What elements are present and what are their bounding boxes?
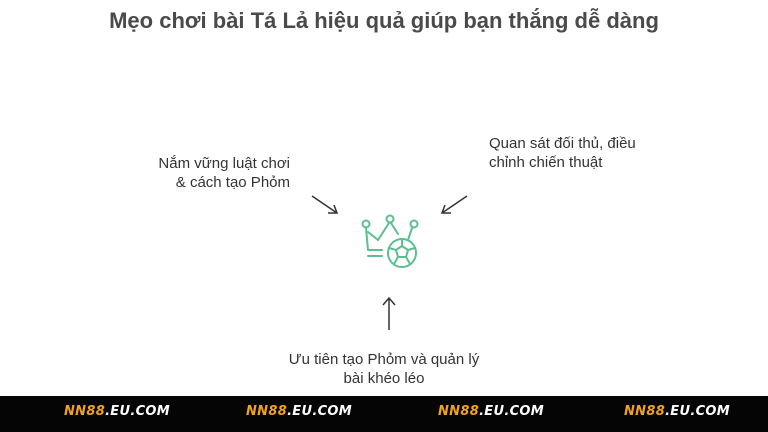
diagram-title: Mẹo chơi bài Tá Lả hiệu quả giúp bạn thắ… xyxy=(109,8,659,33)
arrow-from-left xyxy=(311,195,339,214)
brand-watermark: NN88.EU.COM xyxy=(64,404,171,419)
tip-build-phom: Ưu tiên tạo Phỏm và quản lý bài khéo léo xyxy=(288,351,480,387)
brand-watermark: NN88.EU.COM xyxy=(246,404,353,419)
tip-learn-rules: Nắm vững luật chơi & cách tạo Phỏm xyxy=(158,155,290,191)
brand-watermark: NN88.EU.COM xyxy=(624,404,731,419)
arrow-from-right xyxy=(440,195,468,214)
arrow-from-bottom xyxy=(382,296,396,330)
crown-and-ball-icon xyxy=(361,214,419,268)
footer-banner: NN88.EU.COM NN88.EU.COM NN88.EU.COM NN88… xyxy=(0,396,768,432)
tip-observe-opponents: Quan sát đối thủ, điều chỉnh chiến thuật xyxy=(489,135,636,171)
brand-watermark: NN88.EU.COM xyxy=(438,404,545,419)
